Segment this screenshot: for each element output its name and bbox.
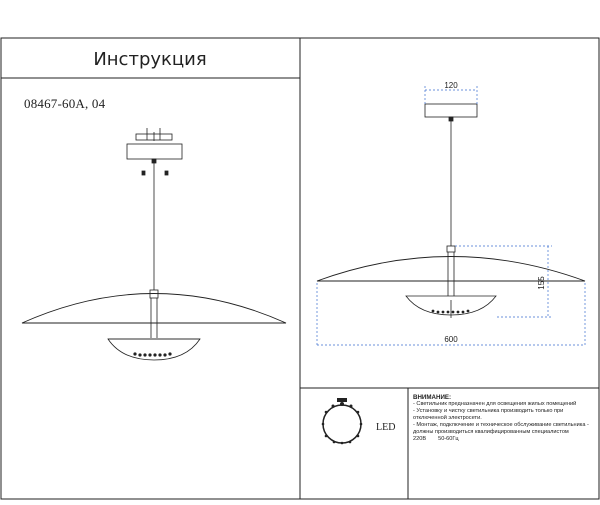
warning-heading: ВНИМАНИЕ: bbox=[413, 394, 452, 401]
screw-left bbox=[141, 170, 146, 176]
warning-line: - Установку и чистку светильника произво… bbox=[413, 408, 564, 421]
warning-line: - Монтаж, подключение и техническое обсл… bbox=[413, 422, 589, 435]
dimension-lines bbox=[316, 86, 586, 346]
warning-line: - Светильник предназначен для освещения … bbox=[413, 401, 577, 407]
power-spec: 220В 50-60Гц bbox=[413, 436, 593, 443]
lamp-perspective-drawing bbox=[21, 128, 287, 361]
page-title: Инструкция bbox=[93, 48, 207, 70]
led-ring-diagram bbox=[321, 398, 363, 445]
led-ring bbox=[322, 404, 362, 444]
dimension-mount-width: 120 bbox=[444, 81, 458, 90]
model-number: 08467-60A, 04 bbox=[24, 96, 106, 111]
frequency-value: 50-60Гц bbox=[438, 436, 459, 442]
warning-text-block: ВНИМАНИЕ: - Светильник предназначен для … bbox=[413, 394, 593, 443]
lower-bowl bbox=[107, 338, 201, 361]
large-shade-side-view bbox=[316, 256, 586, 282]
led-connector bbox=[337, 398, 347, 402]
dimension-shade-diameter: 600 bbox=[444, 335, 458, 344]
light-source-label: LED bbox=[376, 422, 396, 433]
voltage-value: 220В bbox=[413, 436, 427, 442]
canopy-side-view bbox=[424, 103, 478, 118]
screw-right bbox=[164, 170, 169, 176]
lamp-dimension-drawing bbox=[316, 103, 586, 318]
large-shade bbox=[21, 293, 287, 324]
ceiling-canopy bbox=[126, 143, 183, 160]
led-dots bbox=[133, 352, 172, 357]
dimension-height: 155 bbox=[537, 276, 546, 290]
